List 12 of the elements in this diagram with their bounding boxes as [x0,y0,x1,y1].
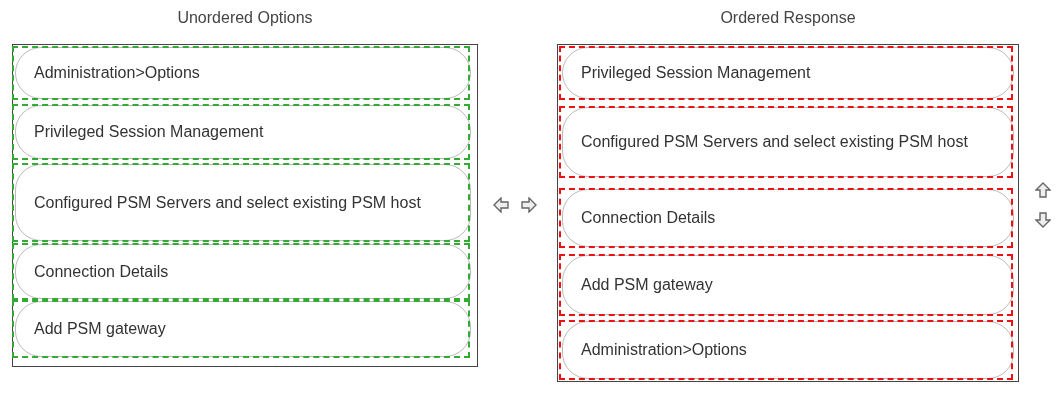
option-text: Configured PSM Servers and select existing PSM host [34,192,422,213]
panel-heading: Ordered Response [719,9,857,27]
option-text: Add PSM gateway [581,275,714,295]
option-text: Connection Details [581,208,717,228]
option-text: Privileged Session Management [581,63,812,83]
option-text: Administration>Options [581,340,748,360]
option-text: Connection Details [34,261,170,282]
panel-heading: Unordered Options [176,9,314,27]
option-text: Add PSM gateway [34,319,167,339]
option-text: Privileged Session Management [34,122,265,142]
option-text: Configured PSM Servers and select existing PSM host [581,132,969,152]
option-text: Administration>Options [34,63,201,83]
